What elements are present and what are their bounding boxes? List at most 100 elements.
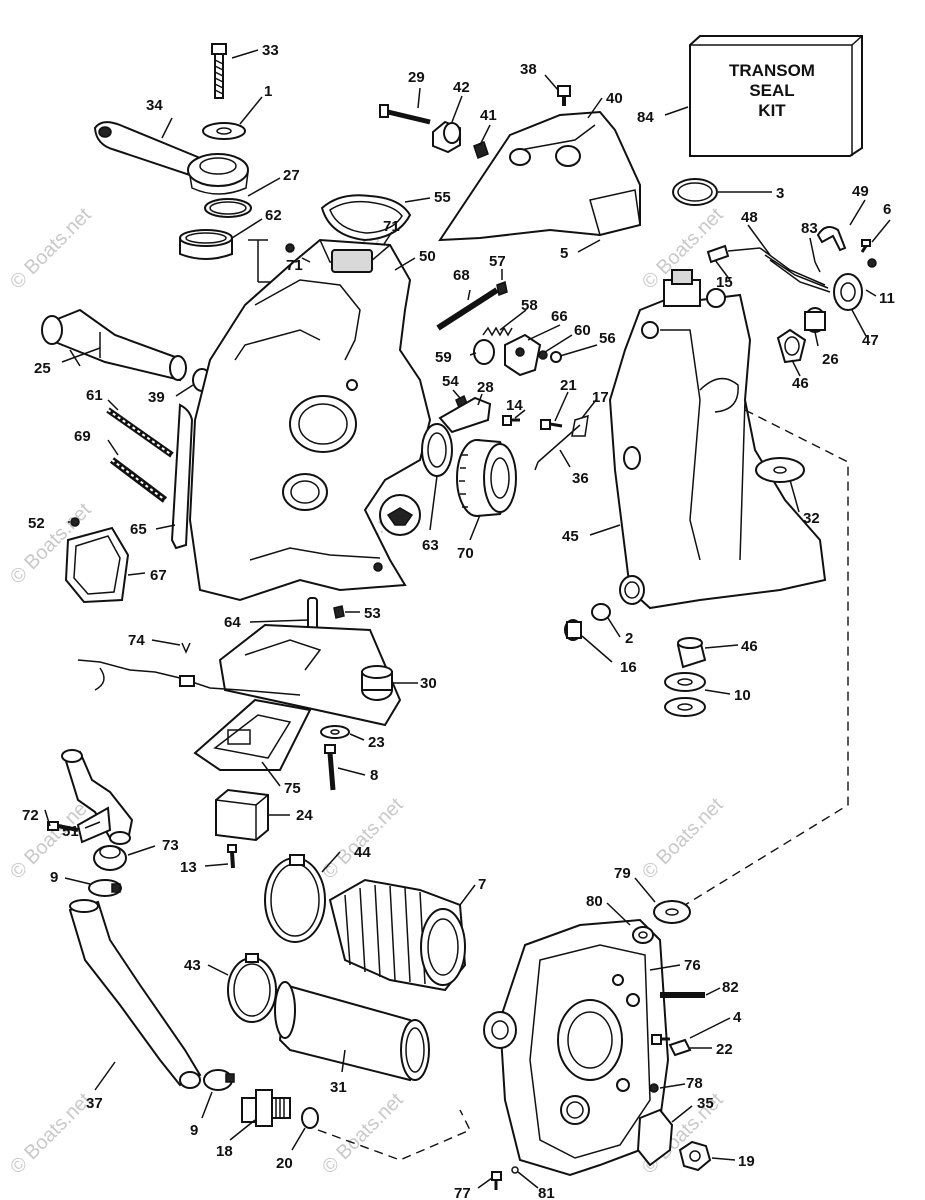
part-9a-callout: 9 (50, 869, 58, 886)
part-42-callout: 42 (453, 79, 470, 96)
part-16-callout: 16 (620, 659, 637, 676)
part-68-callout: 68 (453, 267, 470, 284)
part-37-callout: 37 (86, 1095, 103, 1112)
part-7-callout: 7 (478, 876, 486, 893)
kit-line-1: TRANSOM (729, 61, 815, 80)
part-22-callout: 22 (716, 1041, 733, 1058)
part-32-callout: 32 (803, 510, 820, 527)
watermark-7: © Boats.net (318, 794, 408, 884)
fitting-18 (241, 1089, 291, 1127)
pin-68 (436, 287, 499, 331)
part-69-callout: 69 (74, 428, 91, 445)
part-34-callout: 34 (146, 97, 163, 114)
part-11 (867, 258, 877, 268)
gimbal-housing-50 (188, 238, 432, 602)
part-26-callout: 26 (822, 351, 839, 368)
gimbal-ring-76 (483, 918, 670, 1177)
part-61-callout: 61 (86, 387, 103, 404)
part-22 (668, 1038, 692, 1057)
part-39-callout: 39 (148, 389, 165, 406)
part-45-callout: 45 (562, 528, 579, 545)
part-53-callout: 53 (364, 605, 381, 622)
part-17 (571, 414, 589, 437)
part-6-callout: 6 (883, 201, 891, 218)
screw-21 (540, 419, 563, 430)
dashed-line-right (684, 409, 849, 906)
o-ring-20 (301, 1107, 319, 1129)
part-60-callout: 60 (574, 322, 591, 339)
spring-58 (482, 326, 513, 337)
part-71a-callout: 71 (286, 257, 303, 274)
washers-10 (664, 672, 706, 717)
steering-lever-34 (93, 121, 249, 195)
watermark-11: © Boats.net (638, 794, 728, 884)
part-11-callout: 11 (879, 290, 895, 307)
washer-79 (653, 900, 691, 924)
watermark-1: © Boats.net (6, 204, 96, 294)
part-52-callout: 52 (28, 515, 45, 532)
hose-65 (170, 403, 194, 550)
part-3-callout: 3 (776, 185, 784, 202)
part-78 (649, 1083, 659, 1093)
part-65-callout: 65 (130, 521, 147, 538)
part-9b-callout: 9 (190, 1122, 198, 1139)
part-47-callout: 47 (862, 332, 879, 349)
part-73-callout: 73 (162, 837, 179, 854)
part-41-callout: 41 (480, 107, 497, 124)
part-55-callout: 55 (434, 189, 451, 206)
clip-74 (181, 642, 191, 654)
part-8-callout: 8 (370, 767, 378, 784)
screw-38 (557, 85, 571, 106)
part-2-callout: 2 (625, 630, 633, 647)
part-46a-callout: 46 (792, 375, 809, 392)
part-58-callout: 58 (521, 297, 538, 314)
part-80-callout: 80 (586, 893, 603, 910)
part-66-callout: 66 (551, 308, 568, 325)
part-74-callout: 74 (128, 632, 145, 649)
part-50-callout: 50 (419, 248, 436, 265)
leader-lines (44, 49, 891, 1189)
part-29-callout: 29 (408, 69, 425, 86)
clamp-9b (203, 1069, 235, 1091)
part-25-callout: 25 (34, 360, 51, 377)
dashed-line-bottom (317, 1109, 471, 1161)
bolt-33 (211, 43, 227, 99)
sender-47 (833, 273, 863, 311)
part-72-callout: 72 (22, 807, 39, 824)
part-36-callout: 36 (572, 470, 589, 487)
gasket-35 (636, 1108, 674, 1167)
clip-49 (816, 225, 847, 252)
grommet-73 (93, 845, 127, 871)
washer-23 (320, 725, 350, 739)
bushing-42 (432, 120, 461, 154)
part-46b-callout: 46 (741, 638, 758, 655)
part-59-callout: 59 (435, 349, 452, 366)
part-5-callout: 5 (560, 245, 568, 262)
bolt-8 (324, 744, 336, 791)
screw-13 (227, 844, 237, 869)
part-17-callout: 17 (592, 389, 609, 406)
switch-15 (706, 244, 730, 264)
nut-19 (678, 1140, 712, 1172)
o-ring-59 (473, 339, 495, 365)
block-24 (215, 788, 269, 842)
part-82-callout: 82 (722, 979, 739, 996)
kit-line-2: SEAL (749, 81, 794, 100)
bushing-46a (776, 328, 807, 364)
washer-80 (632, 926, 654, 944)
part-33-callout: 33 (262, 42, 279, 59)
part-23-callout: 23 (368, 734, 385, 751)
stud-61 (106, 407, 174, 458)
part-35-callout: 35 (697, 1095, 714, 1112)
screw-77 (491, 1171, 502, 1190)
part-54-callout: 54 (442, 373, 459, 390)
part-56-callout: 56 (599, 330, 616, 347)
part-64-callout: 64 (224, 614, 241, 631)
nut-52 (70, 517, 80, 527)
washer-1 (202, 122, 246, 140)
pin-71a (285, 243, 295, 253)
part-20-callout: 20 (276, 1155, 293, 1172)
part-71b-callout: 71 (383, 218, 400, 235)
screw-6 (860, 239, 871, 253)
